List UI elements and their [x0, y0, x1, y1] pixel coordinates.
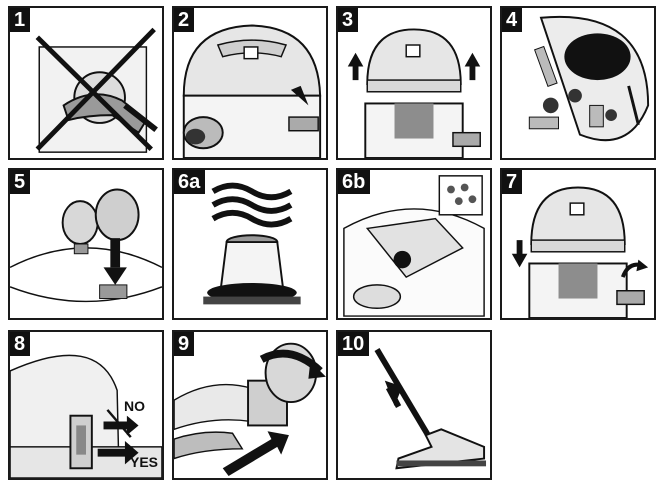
step-8-no-label: NO — [124, 398, 145, 414]
step-4-panel: 4 — [500, 6, 656, 160]
step-10-number: 10 — [338, 332, 370, 356]
step-8-panel: 8 NO YES — [8, 330, 164, 480]
lift-lid-illustration — [347, 28, 481, 158]
step-2-panel: 2 — [172, 6, 328, 160]
step-2-number: 2 — [174, 8, 195, 32]
step-8-yes-label: YES — [130, 454, 159, 470]
step-3-panel: 3 — [336, 6, 492, 160]
step-5-number: 5 — [10, 170, 31, 194]
step-6b-panel: 6b — [336, 168, 492, 320]
step-9-panel: 9 — [172, 330, 328, 480]
wash-filter-illustration — [203, 182, 301, 305]
clean-tank-illustration — [343, 175, 485, 317]
step-6a-number: 6a — [174, 170, 206, 194]
latch-position-illustration — [10, 354, 162, 478]
step-6a-panel: 6a — [172, 168, 328, 320]
step-5-panel: 5 — [8, 168, 164, 320]
step-6b-number: 6b — [338, 170, 371, 194]
step-4-number: 4 — [502, 8, 523, 32]
step-7-number: 7 — [502, 170, 523, 194]
step-3-number: 3 — [338, 8, 359, 32]
attach-hose-illustration — [174, 342, 326, 477]
step-8-number: 8 — [10, 332, 31, 356]
step-1-panel: 1 — [8, 6, 164, 160]
unplug-forbidden-illustration — [35, 27, 158, 153]
step-1-number: 1 — [10, 8, 31, 32]
step-7-panel: 7 — [500, 168, 656, 320]
float-valve-illustration — [10, 188, 162, 303]
replace-lid-illustration — [511, 186, 649, 318]
floor-nozzle-illustration — [374, 348, 487, 470]
remove-hose-illustration — [182, 24, 322, 158]
step-10-panel: 10 — [336, 330, 492, 480]
step-9-number: 9 — [174, 332, 195, 356]
lid-underside-parts-illustration — [528, 15, 650, 142]
